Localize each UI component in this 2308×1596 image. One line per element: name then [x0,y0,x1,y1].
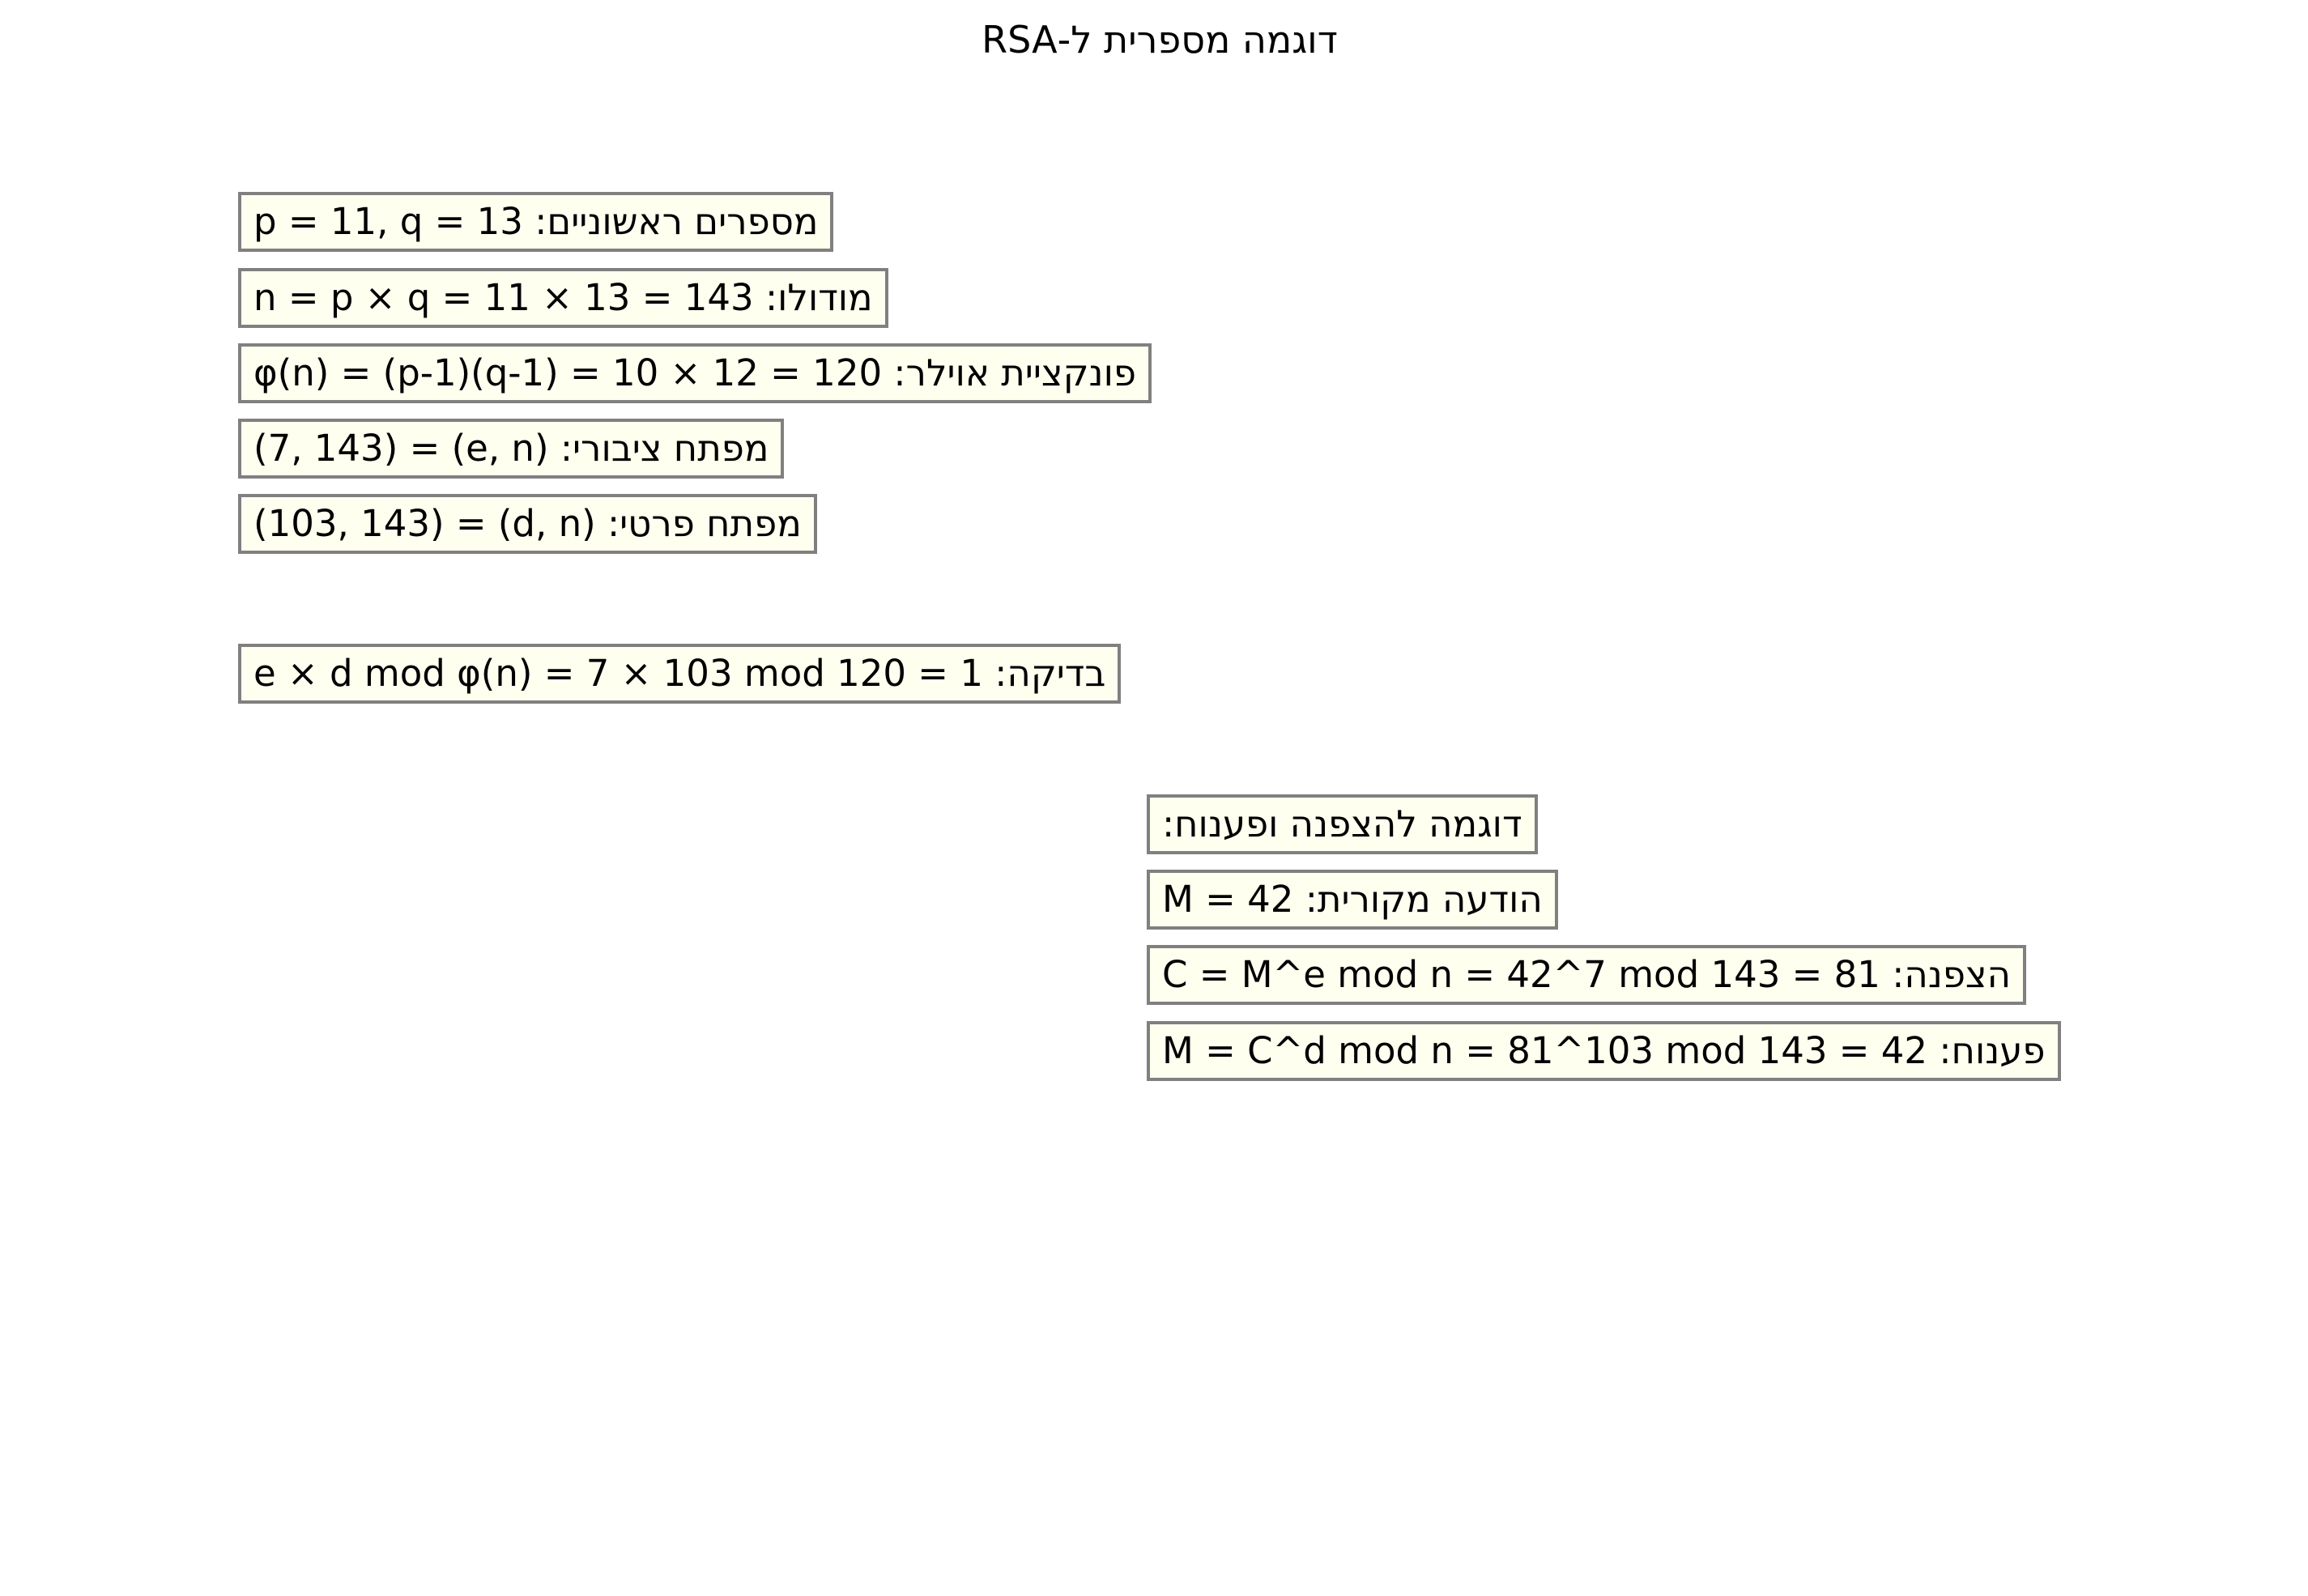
primes-box: מספרים ראשוניים: p = 11, q = 13 [238,192,834,252]
modulus-box: מודולו: n = p × q = 11 × 13 = 143 [238,268,888,328]
original-message-box: הודעה מקורית: M = 42 [1147,870,1558,930]
encryption-box: הצפנה: C = M^e mod n = 42^7 mod 143 = 81 [1147,945,2027,1005]
example-heading-box: דוגמה להצפנה ופענוח: [1147,794,1538,854]
euler-totient-box: פונקציית אוילר: φ(n) = (p-1)(q-1) = 10 ×… [238,343,1152,403]
public-key-box: מפתח ציבורי: (e, n) = (7, 143) [238,419,785,479]
verification-box: בדיקה: e × d mod φ(n) = 7 × 103 mod 120 … [238,644,1122,704]
private-key-box: מפתח פרטי: (d, n) = (103, 143) [238,494,817,554]
diagram-title: דוגמה מספרית ל-RSA [982,18,1338,62]
decryption-box: פענוח: M = C^d mod n = 81^103 mod 143 = … [1147,1021,2061,1081]
